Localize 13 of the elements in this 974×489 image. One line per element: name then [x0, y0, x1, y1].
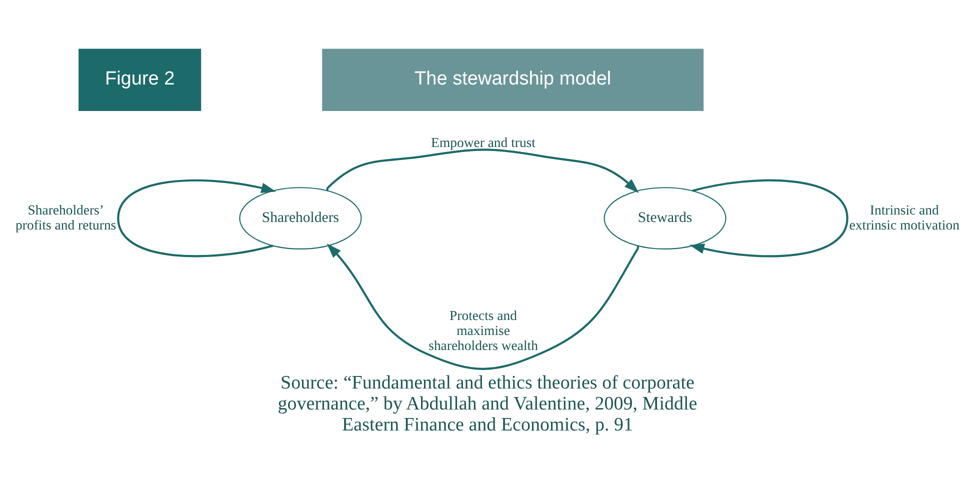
caption: Source: “Fundamental and ethics theories of corporate governance,” by Abdullah and Valentine, 2009, Middle Eastern Finance and Economics, p. 91: [277, 372, 697, 436]
label: Figure 2: [104, 68, 174, 90]
edge-label: Protects and maximise shareholders wealth: [428, 308, 538, 352]
edge-label: Shareholders’ profits and returns: [15, 202, 116, 232]
arrow: [688, 178, 848, 257]
diagram-title: The stewardship model: [414, 68, 611, 90]
arrow: [326, 242, 640, 370]
node-ellipse: Stewards: [603, 186, 726, 249]
arrow: [325, 148, 638, 192]
arrow: [116, 178, 276, 257]
edge-label: Empower and trust: [430, 134, 535, 150]
node-ellipse: Shareholders: [238, 186, 362, 249]
edge-label: Intrinsic and extrinsic motivation: [848, 202, 959, 232]
